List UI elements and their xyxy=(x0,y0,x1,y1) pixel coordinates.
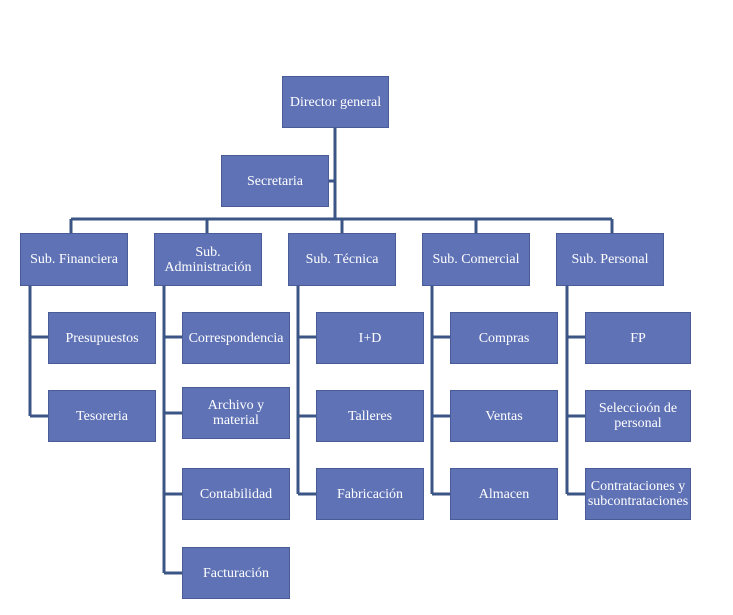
dept-label: Sub. Administración xyxy=(164,244,252,275)
unit-label: Compras xyxy=(478,330,530,346)
unit-label: I+D xyxy=(358,330,382,346)
secretaria-label: Secretaria xyxy=(247,173,303,189)
unit-label: Talleres xyxy=(347,408,393,424)
unit-label: Contrataciones y subcontrataciones xyxy=(587,479,689,509)
dept-label: Sub. Técnica xyxy=(305,252,379,267)
unit-label: Seleccioón de personal xyxy=(598,401,678,431)
unit-box: Talleres xyxy=(316,390,424,442)
unit-label: Almacen xyxy=(478,486,530,502)
unit-box: Almacen xyxy=(450,468,558,520)
unit-box: Facturación xyxy=(182,547,290,599)
secretaria-box: Secretaria xyxy=(221,155,329,207)
unit-box: Presupuestos xyxy=(48,312,156,364)
unit-box: Compras xyxy=(450,312,558,364)
dept-comercial-box: Sub. Comercial xyxy=(422,233,530,286)
unit-label: Archivo y material xyxy=(207,398,265,428)
unit-label: FP xyxy=(630,330,646,346)
unit-box: Tesoreria xyxy=(48,390,156,442)
dept-label: Sub. Comercial xyxy=(432,252,520,267)
unit-box: Fabricación xyxy=(316,468,424,520)
unit-box: Correspondencia xyxy=(182,312,290,364)
unit-box: Contabilidad xyxy=(182,468,290,520)
dept-label: Sub. Financiera xyxy=(30,252,118,267)
dept-financiera-box: Sub. Financiera xyxy=(20,233,128,286)
unit-label: Facturación xyxy=(202,565,270,581)
unit-box: Ventas xyxy=(450,390,558,442)
director-general-label: Director general xyxy=(289,94,382,110)
dept-tecnica-box: Sub. Técnica xyxy=(288,233,396,286)
unit-box: I+D xyxy=(316,312,424,364)
unit-label: Presupuestos xyxy=(65,330,139,346)
unit-box: FP xyxy=(585,312,691,364)
dept-personal-box: Sub. Personal xyxy=(556,233,664,286)
unit-label: Tesoreria xyxy=(76,408,128,424)
dept-label: Sub. Personal xyxy=(571,252,649,267)
unit-label: Ventas xyxy=(485,408,523,424)
unit-label: Correspondencia xyxy=(188,330,284,346)
unit-box: Contrataciones y subcontrataciones xyxy=(585,468,691,520)
unit-box: Archivo y material xyxy=(182,387,290,439)
director-general-box: Director general xyxy=(282,76,389,128)
unit-label: Fabricación xyxy=(336,486,404,502)
dept-administracion-box: Sub. Administración xyxy=(154,233,262,286)
unit-box: Seleccioón de personal xyxy=(585,390,691,442)
unit-label: Contabilidad xyxy=(199,486,273,502)
